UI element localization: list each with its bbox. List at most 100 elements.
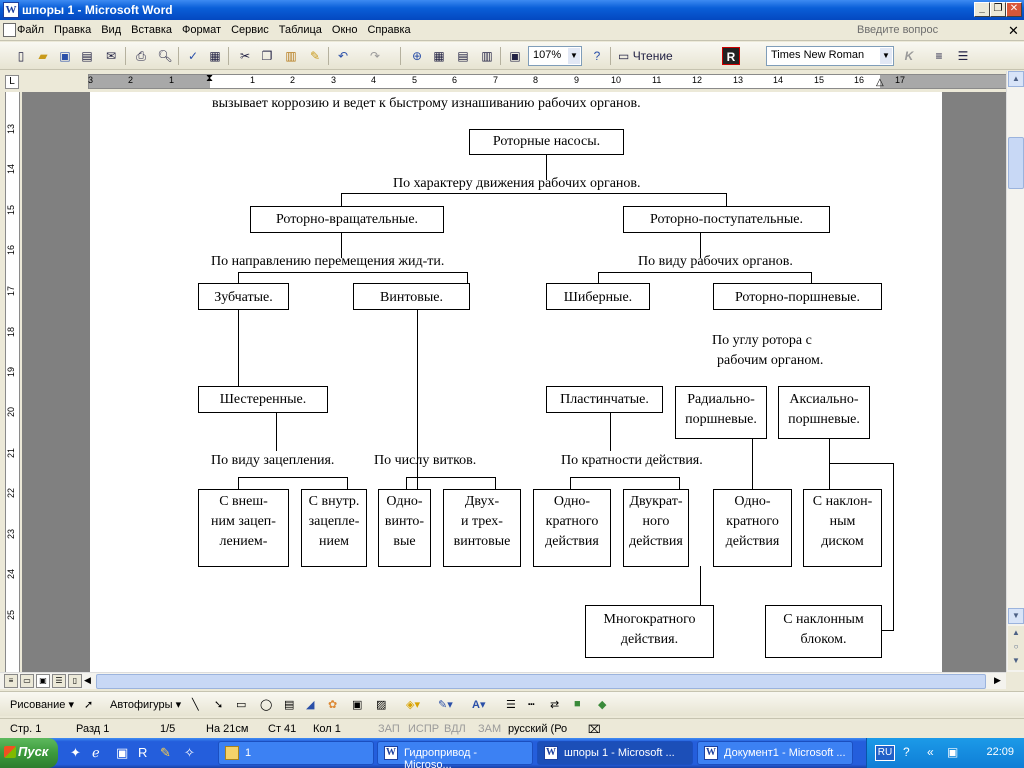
box-single-action-piston[interactable]: Одно- кратного действия xyxy=(713,489,792,567)
email-icon[interactable]: ✉ xyxy=(105,49,117,63)
right-indent-icon[interactable]: △ xyxy=(876,77,884,88)
previous-page-icon[interactable]: ▲ xyxy=(1008,626,1024,642)
indent-marker-icon[interactable]: ⧗ xyxy=(206,73,214,84)
cut-icon[interactable]: ✂ xyxy=(239,49,251,63)
help-search-input[interactable]: Введите вопрос xyxy=(857,24,939,36)
permission-icon[interactable]: ▤ xyxy=(81,49,93,63)
help-tray-icon[interactable]: ? xyxy=(903,745,910,759)
paste-icon[interactable]: ▥ xyxy=(285,49,297,63)
scroll-up-icon[interactable]: ▲ xyxy=(1008,71,1024,87)
scroll-left-icon[interactable]: ◀ xyxy=(84,675,91,685)
tables-borders-icon[interactable]: ▦ xyxy=(433,49,445,63)
box-twin-screw[interactable]: Двух- и трех- винтовые xyxy=(443,489,521,567)
task-folder[interactable]: 1 xyxy=(218,741,374,765)
horizontal-scrollbar[interactable]: ≡ ▭ ▣ ☰ ▯ ◀ ▶ xyxy=(0,672,1006,689)
status-record[interactable]: ЗАП xyxy=(378,723,400,735)
document-icon[interactable] xyxy=(3,23,16,37)
vertical-scrollbar[interactable]: ▲ ▼ ▲ ○ ▼ xyxy=(1006,71,1024,672)
start-button[interactable]: Пуск xyxy=(0,738,58,768)
line-style-icon[interactable]: ☰ xyxy=(506,699,516,711)
insert-table-icon[interactable]: ▤ xyxy=(457,49,469,63)
menu-tools[interactable]: Сервис xyxy=(231,24,269,36)
spelling-status-icon[interactable]: ⌧ xyxy=(588,724,601,736)
hyperlink-icon[interactable]: ⊕ xyxy=(411,49,423,63)
quicklaunch-icon[interactable]: ✦ xyxy=(70,745,81,760)
scroll-right-icon[interactable]: ▶ xyxy=(994,675,1001,685)
picture-icon[interactable]: ▨ xyxy=(376,699,387,711)
rectangle-tool-icon[interactable]: ▭ xyxy=(236,699,247,711)
box-single-screw[interactable]: Одно- винто- вые xyxy=(378,489,431,567)
box-plate[interactable]: Пластинчатые. xyxy=(546,386,663,413)
help-icon[interactable]: ? xyxy=(593,49,601,63)
box-rotary-rotational[interactable]: Роторно-вращательные. xyxy=(250,206,444,233)
app-quick-icon[interactable]: ✧ xyxy=(184,745,195,760)
print-layout-icon[interactable]: ▣ xyxy=(36,674,50,688)
box-screw[interactable]: Винтовые. xyxy=(353,283,470,310)
reading-view-icon[interactable]: ▯ xyxy=(68,674,82,688)
menu-edit[interactable]: Правка xyxy=(54,24,92,36)
oval-tool-icon[interactable]: ◯ xyxy=(260,699,273,711)
format-painter-icon[interactable]: ✎ xyxy=(309,49,321,63)
box-multi-action[interactable]: Многократного действия. xyxy=(585,605,714,658)
box-inclined-disk[interactable]: С наклон- ным диском xyxy=(803,489,882,567)
box-external-gear[interactable]: С внеш- ним зацеп- лением- xyxy=(198,489,289,567)
arrow-style-icon[interactable]: ⇄ xyxy=(550,699,560,711)
tray-expand-icon[interactable]: « xyxy=(927,745,934,759)
spelling-icon[interactable]: ✓ xyxy=(187,49,199,63)
normal-view-icon[interactable]: ≡ xyxy=(4,674,18,688)
close-document-icon[interactable]: ✕ xyxy=(1008,23,1019,38)
menu-format[interactable]: Формат xyxy=(182,24,222,36)
close-button[interactable]: ✕ xyxy=(1006,2,1022,17)
drawing-menu[interactable]: Рисование ▾ xyxy=(10,699,74,711)
box-spur-gear[interactable]: Шестеренные. xyxy=(198,386,328,413)
line-tool-icon[interactable]: ╲ xyxy=(192,699,199,711)
document-page[interactable]: вызывает коррозию и ведет к быстрому изн… xyxy=(90,92,942,672)
plugin-r-quick-icon[interactable]: R xyxy=(138,745,148,760)
browser-icon[interactable]: ℯ xyxy=(92,745,100,760)
box-internal-gear[interactable]: С внутр. зацепле- нием xyxy=(301,489,367,567)
box-gear[interactable]: Зубчатые. xyxy=(198,283,289,310)
clock[interactable]: 22:09 xyxy=(986,746,1014,758)
vertical-ruler[interactable]: 13 14 15 16 17 18 19 20 21 22 23 24 25 xyxy=(0,92,22,672)
save-icon[interactable]: ▣ xyxy=(59,49,71,63)
chevron-down-icon[interactable]: ▼ xyxy=(880,48,892,64)
wordart-icon[interactable]: ◢ xyxy=(306,699,315,711)
box-axial-piston[interactable]: Аксиально-поршневые. xyxy=(778,386,870,439)
columns-icon[interactable]: ▥ xyxy=(481,49,493,63)
box-radial-piston[interactable]: Радиально-поршневые. xyxy=(675,386,767,439)
zoom-select[interactable]: 107% ▼ xyxy=(528,46,582,66)
minimize-button[interactable]: _ xyxy=(974,2,990,17)
maximize-button[interactable]: ❐ xyxy=(990,2,1006,17)
task-gidroprivod[interactable]: W Гидропривод - Microso... xyxy=(377,741,533,768)
status-overtype[interactable]: ЗАМ xyxy=(478,723,502,735)
task-document1[interactable]: W Документ1 - Microsoft ... xyxy=(697,741,853,765)
box-rotary-translational[interactable]: Роторно-поступательные. xyxy=(623,206,830,233)
diagram-icon[interactable]: ✿ xyxy=(328,699,338,711)
status-extend[interactable]: ВДЛ xyxy=(444,723,466,735)
select-objects-icon[interactable]: ➚ xyxy=(84,699,94,711)
word-app-icon[interactable]: W xyxy=(3,2,19,18)
box-rotary-pumps[interactable]: Роторные насосы. xyxy=(469,129,624,155)
open-folder-icon[interactable]: ▰ xyxy=(38,49,48,63)
3d-style-icon[interactable]: ◆ xyxy=(598,699,607,711)
status-language[interactable]: русский (Ро xyxy=(508,723,568,735)
font-color-icon[interactable]: A▾ xyxy=(472,699,486,711)
font-name-select[interactable]: Times New Roman ▼ xyxy=(766,46,894,66)
print-icon[interactable]: ⎙ xyxy=(136,49,146,63)
document-map-icon[interactable]: ▣ xyxy=(509,49,521,63)
print-preview-icon[interactable]: 🔍︎ xyxy=(157,49,173,63)
box-rotary-piston[interactable]: Роторно-поршневые. xyxy=(713,283,882,310)
pencil-quick-icon[interactable]: ✎ xyxy=(160,745,171,760)
box-vane[interactable]: Шиберные. xyxy=(546,283,650,310)
copy-icon[interactable]: ❐ xyxy=(261,49,273,63)
pump-classification-diagram[interactable]: вызывает коррозию и ведет к быстрому изн… xyxy=(90,92,942,672)
task-shpory[interactable]: W шпоры 1 - Microsoft ... xyxy=(537,741,693,765)
dash-style-icon[interactable]: ┅ xyxy=(528,699,535,711)
plugin-r-icon[interactable]: R xyxy=(722,47,740,65)
reading-mode-button[interactable]: ▭ Чтение xyxy=(616,47,696,65)
new-document-icon[interactable]: ▯ xyxy=(17,49,25,63)
box-single-action[interactable]: Одно- кратного действия xyxy=(533,489,611,567)
save-quick-icon[interactable]: ▣ xyxy=(116,745,129,760)
browse-object-icon[interactable]: ○ xyxy=(1008,640,1024,656)
align-left-icon[interactable]: ≡ xyxy=(935,49,943,63)
